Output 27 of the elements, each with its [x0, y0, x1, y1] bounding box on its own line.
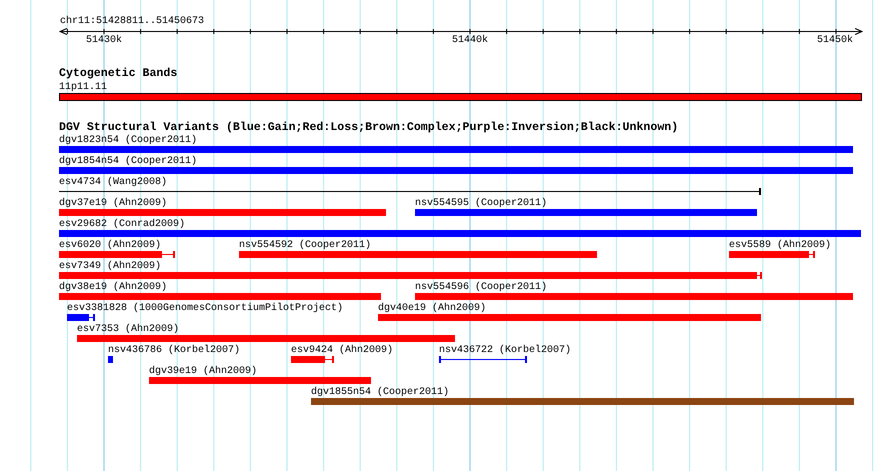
- feature-label: nsv554595 (Cooper2011): [415, 198, 548, 209]
- feature-label: dgv1823n54 (Cooper2011): [59, 135, 198, 146]
- feature-label: nsv554592 (Cooper2011): [239, 240, 372, 251]
- track-heading: Cytogenetic Bands: [59, 68, 178, 79]
- feature-label: esv7349 (Ahn2009): [59, 261, 162, 272]
- feature-label: dgv40e19 (Ahn2009): [378, 303, 488, 314]
- feature-label: esv9424 (Ahn2009): [291, 345, 394, 356]
- tick-label: 51440k: [452, 35, 488, 46]
- feature-label: esv4734 (Wang2008): [59, 177, 168, 188]
- tick-label: 51450k: [817, 35, 854, 46]
- tick-label: 51430k: [86, 35, 122, 46]
- feature-label: 11p11.11: [59, 82, 108, 93]
- track-heading: DGV Structural Variants (Blue:Gain;Red:Loss;Brown:Complex;Purple:Inversion;Black:Unknown): [59, 122, 678, 133]
- feature-label: esv5589 (Ahn2009): [729, 240, 832, 251]
- feature-label: dgv38e19 (Ahn2009): [59, 282, 168, 293]
- feature-label: esv7353 (Ahn2009): [77, 324, 180, 335]
- position-label: chr11:51428811..51450673: [60, 16, 204, 27]
- feature-label: dgv39e19 (Ahn2009): [149, 366, 258, 377]
- feature-label: esv3381828 (1000GenomesConsortiumPilotProject): [67, 303, 344, 314]
- feature-label: dgv37e19 (Ahn2009): [59, 198, 168, 209]
- feature-label: nsv436722 (Korbel2007): [439, 345, 572, 356]
- feature-label: dgv1855n54 (Cooper2011): [311, 387, 450, 398]
- feature-label: esv29682 (Conrad2009): [59, 219, 186, 230]
- feature-label: dgv1854n54 (Cooper2011): [59, 156, 198, 167]
- feature-label: nsv436786 (Korbel2007): [108, 345, 240, 356]
- feature-label: esv6020 (Ahn2009): [59, 240, 162, 251]
- feature-label: nsv554596 (Cooper2011): [415, 282, 548, 293]
